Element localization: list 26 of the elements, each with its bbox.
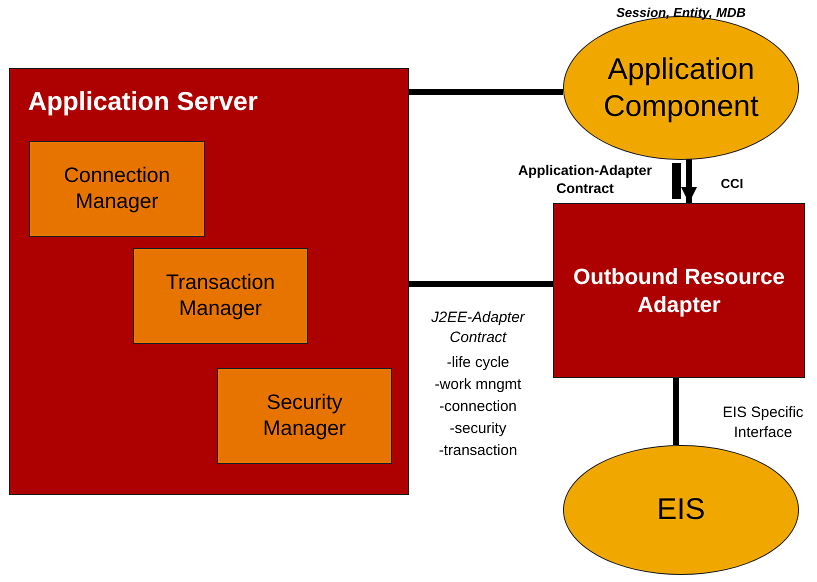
manager-box bbox=[217, 368, 392, 464]
manager-box bbox=[29, 141, 205, 237]
node-label: Outbound Resource Adapter bbox=[572, 263, 786, 318]
list-item: -security bbox=[448, 419, 508, 438]
contract-label: Application-Adapter Contract bbox=[517, 161, 653, 198]
edge-label: CCI bbox=[720, 176, 744, 193]
server-box bbox=[9, 68, 409, 495]
connector-line bbox=[673, 378, 679, 445]
connector-line bbox=[409, 89, 563, 95]
arrow bbox=[681, 158, 697, 203]
node-label: EIS bbox=[656, 492, 706, 528]
node-caption: Session, Entity, MDB bbox=[615, 5, 747, 20]
manager-box bbox=[133, 248, 308, 344]
list-item: -life cycle bbox=[446, 353, 510, 372]
edge-label: EIS Specific Interface bbox=[722, 403, 804, 442]
list-item: -transaction bbox=[438, 441, 518, 460]
connector-line bbox=[409, 281, 553, 287]
list-item: -work mngmt bbox=[434, 375, 522, 394]
node-label: Application Server bbox=[27, 85, 259, 118]
node-label: Connection Manager bbox=[62, 162, 172, 215]
node-label: Security Manager bbox=[262, 390, 347, 442]
node-label: Transaction Manager bbox=[165, 270, 276, 322]
adapter-box bbox=[553, 203, 805, 378]
contract-label: J2EE-Adapter Contract bbox=[430, 308, 526, 347]
list-item: -connection bbox=[438, 397, 518, 416]
node-label: Application Component bbox=[602, 52, 760, 125]
